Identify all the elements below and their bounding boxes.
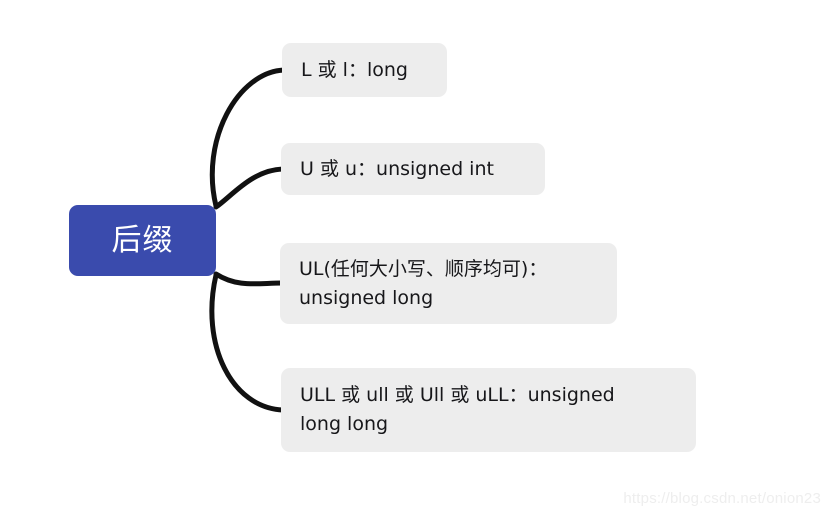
connector-to-branch-3	[213, 271, 285, 287]
branch-node-3[interactable]: UL(任何大小写、顺序均可)： unsigned long	[280, 243, 617, 324]
branch-node-1[interactable]: L 或 l：long	[282, 43, 447, 97]
branch-node-2-label: U 或 u：unsigned int	[300, 157, 494, 180]
connector-to-branch-4	[209, 272, 286, 413]
branch-node-4-label: ULL 或 ull 或 Ull 或 uLL：unsigned long long	[300, 384, 615, 435]
branch-node-1-label: L 或 l：long	[301, 58, 408, 81]
branch-node-3-label: UL(任何大小写、顺序均可)： unsigned long	[299, 257, 548, 309]
connector-to-branch-1	[209, 67, 287, 209]
root-node-label: 后缀	[111, 222, 174, 258]
connector-to-branch-2	[213, 166, 286, 210]
watermark-text: https://blog.csdn.net/onion23	[623, 490, 821, 507]
branch-node-2[interactable]: U 或 u：unsigned int	[281, 143, 545, 195]
branch-node-4[interactable]: ULL 或 ull 或 Ull 或 uLL：unsigned long long	[281, 368, 696, 452]
root-node[interactable]: 后缀	[69, 205, 216, 276]
